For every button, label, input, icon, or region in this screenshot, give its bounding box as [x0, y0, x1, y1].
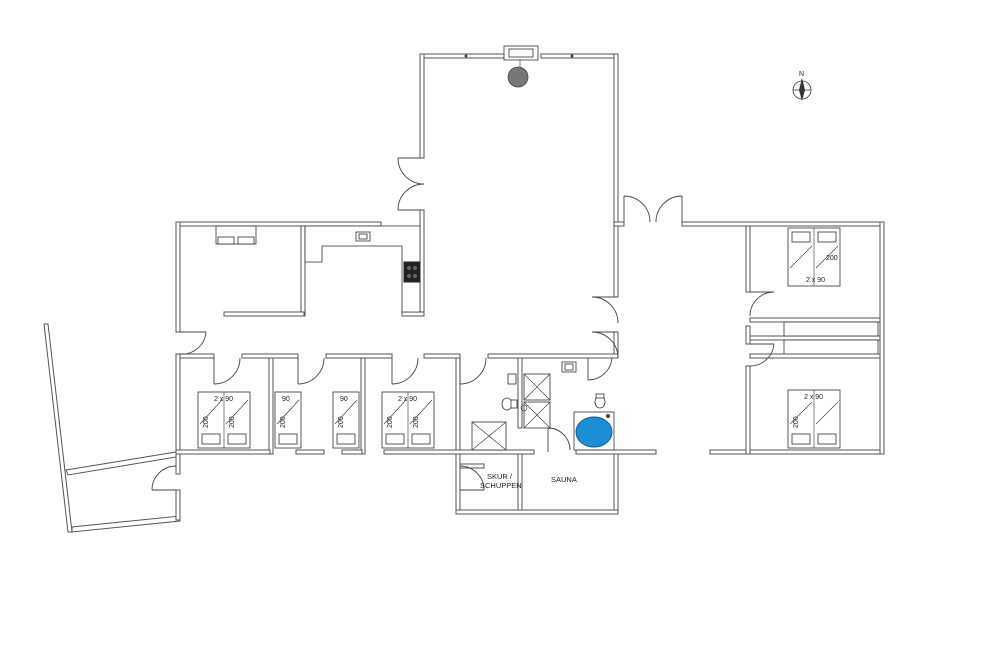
bed-1-length-a: 200: [203, 416, 210, 428]
bathrooms: [471, 361, 615, 451]
compass-north: N: [799, 71, 804, 78]
kitchen: [215, 225, 421, 313]
bed-4-length-b: 200: [413, 416, 420, 428]
bed-2-label: 90: [282, 396, 290, 403]
shed-label-de: SCHUPPEN: [480, 481, 522, 490]
bed-3-label: 90: [340, 396, 348, 403]
fireplace: [464, 45, 574, 88]
bed-1-length-b: 200: [229, 416, 236, 428]
beds: [197, 227, 841, 449]
spa-tub: [575, 416, 613, 448]
doors: [151, 157, 775, 491]
toilet-1: [501, 397, 513, 411]
sauna-label: SAUNA: [551, 475, 577, 484]
bed-6-length: 200: [793, 416, 800, 428]
bed-6-label: 2 x 90: [804, 394, 823, 401]
room-labels: SKUR / SCHUPPEN SAUNA: [480, 472, 577, 490]
sink-1: [507, 373, 517, 385]
walls: [43, 53, 885, 533]
bed-5-length: 200: [826, 255, 838, 262]
bed-labels: 2 x 90 90 90 2 x 90 2 x 90 2 x 90 200 20…: [203, 255, 838, 428]
bed-5-label: 2 x 90: [806, 277, 825, 284]
bed-1-label: 2 x 90: [214, 396, 233, 403]
bed-2-length: 200: [280, 416, 287, 428]
compass: N: [792, 71, 812, 101]
bed-4-length-a: 200: [387, 416, 394, 428]
shed-label: SKUR /: [487, 472, 513, 481]
bed-3-length: 200: [338, 416, 345, 428]
bed-4-label: 2 x 90: [398, 396, 417, 403]
